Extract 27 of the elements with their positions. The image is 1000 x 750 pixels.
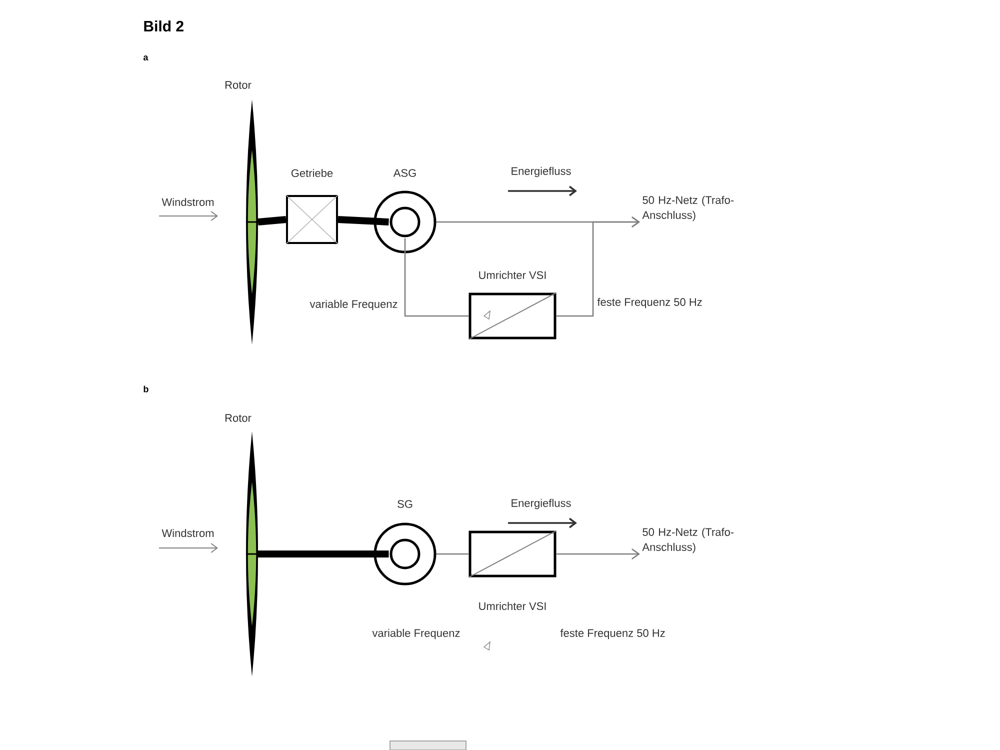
label: feste Frequenz 50 Hz xyxy=(560,628,665,640)
label: Energiefluss xyxy=(512,498,571,510)
node-label: Getriebe xyxy=(291,168,333,178)
text-label: 50 Hz-Netz (Trafo- Anschluss) xyxy=(642,196,734,222)
node-label: ASG xyxy=(393,169,416,177)
label: variable Frequenz xyxy=(310,300,398,310)
node-label: Umrichter VSI xyxy=(479,270,546,280)
node-label: SG xyxy=(398,500,412,508)
label: variable Frequenz xyxy=(372,628,460,640)
connector xyxy=(338,216,389,226)
connector xyxy=(258,550,389,558)
connector xyxy=(404,238,469,317)
node-label: Umrichter VSI xyxy=(479,602,546,610)
connector xyxy=(258,216,286,226)
panel-letter: a xyxy=(143,56,148,60)
label: Windstrom xyxy=(162,198,214,206)
label: Energiefluss xyxy=(512,166,571,178)
connector xyxy=(556,548,640,560)
connector xyxy=(436,553,469,555)
label: Windstrom xyxy=(162,528,214,538)
text-label: 50 Hz-Netz (Trafo- Anschluss) xyxy=(642,528,734,554)
title: Bild 2 xyxy=(144,20,184,32)
label: feste Frequenz 50 Hz xyxy=(597,298,702,308)
node-label: Rotor xyxy=(225,81,252,89)
node-label: Rotor xyxy=(225,414,252,422)
panel-letter: b xyxy=(144,386,148,392)
connector xyxy=(556,216,640,317)
